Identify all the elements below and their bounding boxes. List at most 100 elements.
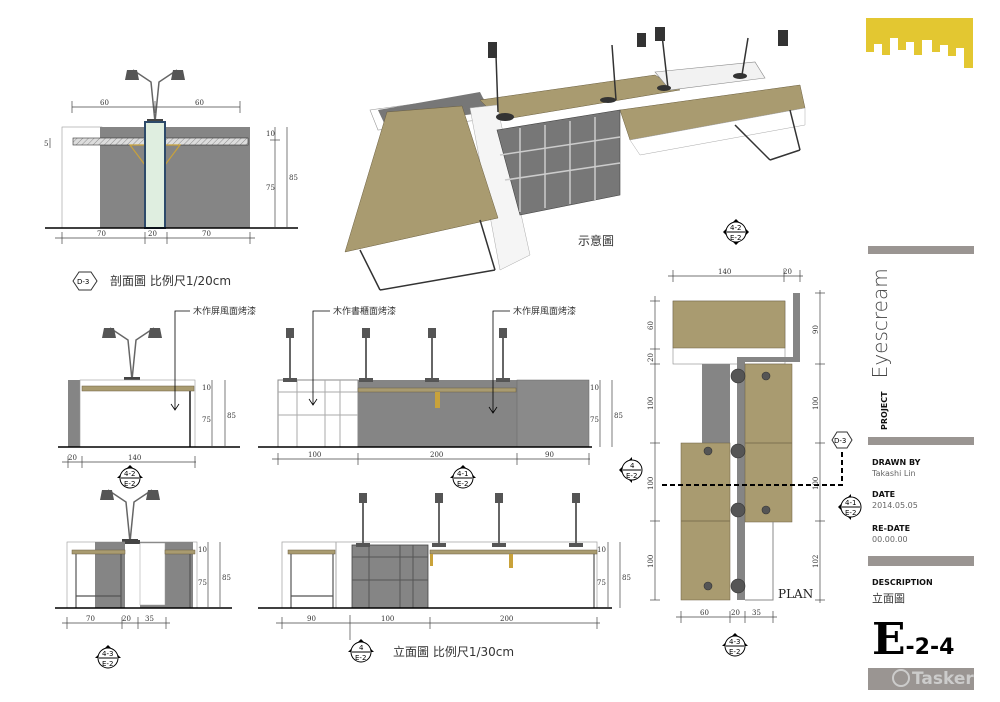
lamp-icon bbox=[101, 327, 163, 382]
marker-top: 4-2 bbox=[730, 224, 741, 232]
dim-label: 140 bbox=[128, 454, 141, 462]
lamp-icon bbox=[355, 492, 371, 548]
lamp-icon bbox=[99, 489, 161, 544]
dim-label: 90 bbox=[812, 325, 820, 334]
lamp-icon bbox=[358, 327, 374, 383]
drawn-by-value: Takashi Lin bbox=[872, 469, 916, 478]
dim-label: 35 bbox=[145, 615, 154, 623]
marker-top: 4-1 bbox=[457, 470, 468, 478]
material-note: 木作屏風面烤漆 bbox=[513, 305, 576, 317]
dim-label: 20 bbox=[783, 268, 792, 276]
dim-label: 60 bbox=[647, 321, 655, 330]
lamp-icon bbox=[568, 492, 584, 548]
dim-label: 70 bbox=[97, 230, 106, 238]
dim-label: 10 bbox=[202, 384, 211, 392]
marker-bottom: E-2 bbox=[124, 480, 135, 488]
plan-label: PLAN bbox=[778, 587, 813, 601]
dim-label: 200 bbox=[500, 615, 513, 623]
marker-bottom: E-2 bbox=[845, 509, 856, 517]
section-marker-d3 bbox=[72, 271, 98, 291]
description-label: DESCRIPTION bbox=[872, 578, 933, 587]
elevation-4: 90 100 200 10 75 85 4 E-2 立面圖 比例尺1/30cm bbox=[258, 492, 631, 663]
lamp-icon bbox=[431, 492, 447, 548]
perspective-view: 示意圖 4-2 E-2 bbox=[344, 27, 806, 291]
dim-label: 85 bbox=[622, 574, 631, 582]
dim-label: 85 bbox=[222, 574, 231, 582]
dim-label: 75 bbox=[202, 416, 211, 424]
dim-label: 75 bbox=[198, 579, 207, 587]
sheet-suffix: -2-4 bbox=[905, 635, 955, 660]
project-name: Eyescream bbox=[868, 268, 892, 379]
elevation-marker: 4-1 E-2 bbox=[838, 494, 862, 520]
dim-label: 20 bbox=[148, 230, 157, 238]
watermark-text: Tasker bbox=[912, 669, 974, 689]
date-value: 2014.05.05 bbox=[872, 501, 918, 510]
material-note: 木作書櫃面烤漆 bbox=[333, 305, 396, 317]
section-marker-label: D-3 bbox=[834, 437, 846, 445]
dim-label: 90 bbox=[545, 451, 554, 459]
dim-label: 20 bbox=[731, 609, 740, 617]
section-marker-label: D-3 bbox=[77, 278, 89, 286]
elevation-marker: 4-3 E-2 bbox=[95, 645, 121, 669]
lamp-icon bbox=[424, 327, 440, 383]
dim-label: 102 bbox=[812, 555, 820, 568]
perspective-caption: 示意圖 bbox=[578, 233, 614, 248]
section-title: 剖面圖 比例尺1/20cm bbox=[110, 274, 231, 288]
marker-bottom: E-2 bbox=[355, 654, 366, 662]
title-block-divider bbox=[868, 437, 974, 445]
redate-value: 00.00.00 bbox=[872, 535, 908, 544]
lamp-icon bbox=[282, 327, 298, 383]
redate-label: RE-DATE bbox=[872, 524, 911, 533]
dim-label: 35 bbox=[752, 609, 761, 617]
dim-label: 100 bbox=[647, 477, 655, 490]
dim-label: 200 bbox=[430, 451, 443, 459]
drawn-by-label: DRAWN BY bbox=[872, 458, 921, 467]
marker-top: 4 bbox=[630, 462, 635, 470]
dim-label: 100 bbox=[647, 555, 655, 568]
project-label: PROJECT bbox=[880, 391, 889, 430]
elevation-title: 立面圖 比例尺1/30cm bbox=[393, 644, 514, 659]
dim-label: 10 bbox=[597, 546, 606, 554]
dim-label: 75 bbox=[597, 579, 606, 587]
project-field: PROJECT Eyescream bbox=[868, 268, 892, 430]
dim-label: 90 bbox=[307, 615, 316, 623]
elevation-marker: 4-1 E-2 bbox=[450, 465, 476, 489]
plan-view: D-3 PLAN 140 20 60 20 100 100 100 90 100… bbox=[647, 268, 862, 657]
dim-label: 60 bbox=[195, 99, 204, 107]
dim-label: 100 bbox=[381, 615, 394, 623]
elevation-marker: 4-3 E-2 bbox=[722, 633, 748, 657]
lamp-icon bbox=[124, 69, 186, 124]
dim-label: 5 bbox=[44, 140, 48, 148]
dim-label: 140 bbox=[718, 268, 731, 276]
project-logo bbox=[866, 18, 973, 68]
watermark: Tasker bbox=[892, 669, 974, 689]
lamp-icon bbox=[495, 327, 511, 383]
dim-label: 10 bbox=[198, 546, 207, 554]
marker-top: 4-3 bbox=[102, 650, 113, 658]
title-block-divider bbox=[868, 246, 974, 254]
marker-bottom: E-2 bbox=[626, 472, 637, 480]
dim-label: 100 bbox=[308, 451, 321, 459]
marker-bottom: E-2 bbox=[729, 648, 740, 656]
dim-label: 75 bbox=[590, 416, 599, 424]
sheet-letter: E bbox=[872, 614, 906, 665]
dim-label: 20 bbox=[647, 353, 655, 362]
dim-label: 10 bbox=[590, 384, 599, 392]
dim-label: 85 bbox=[227, 412, 236, 420]
sheet-number: E-2-4 bbox=[872, 618, 954, 662]
section-d3-drawing: 60 60 70 20 70 5 10 75 85 D-3 剖面圖 比例尺1/2… bbox=[44, 69, 298, 291]
lamp-icon bbox=[491, 492, 507, 548]
elevation-4-2: 木作屏風面烤漆 20 140 10 75 85 4-2 E-2 bbox=[58, 305, 256, 489]
marker-bottom: E-2 bbox=[102, 660, 113, 668]
section-marker-d3 bbox=[831, 431, 853, 449]
title-block-divider bbox=[868, 556, 974, 566]
tasker-logo-icon bbox=[892, 669, 910, 687]
elevation-marker: 4 E-2 bbox=[619, 457, 643, 483]
marker-bottom: E-2 bbox=[457, 480, 468, 488]
date-label: DATE bbox=[872, 490, 896, 499]
dim-label: 100 bbox=[647, 397, 655, 410]
dim-label: 85 bbox=[289, 174, 298, 182]
dim-label: 100 bbox=[812, 397, 820, 410]
dim-label: 60 bbox=[100, 99, 109, 107]
